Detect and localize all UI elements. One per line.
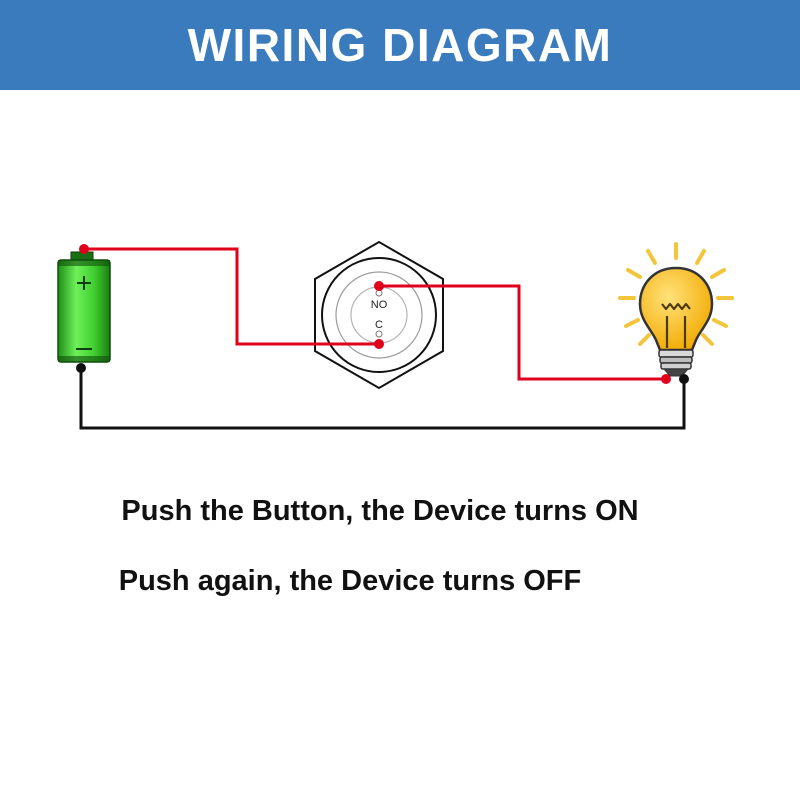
header-banner: WIRING DIAGRAM — [0, 0, 800, 90]
page-title: WIRING DIAGRAM — [187, 19, 613, 71]
light-bulb-icon — [618, 242, 734, 377]
return-wire — [79, 368, 686, 430]
light-rays — [618, 242, 734, 346]
positive-wires — [84, 247, 666, 381]
connection-points — [76, 244, 689, 384]
battery-icon — [57, 251, 111, 363]
switch-terminal-c-label: C — [375, 319, 383, 331]
caption-push-off: Push again, the Device turns OFF — [118, 565, 582, 597]
caption-push-on: Push the Button, the Device turns ON — [121, 495, 639, 527]
switch-terminal-no-label: NO — [371, 299, 388, 311]
push-button-switch-icon — [314, 240, 444, 390]
